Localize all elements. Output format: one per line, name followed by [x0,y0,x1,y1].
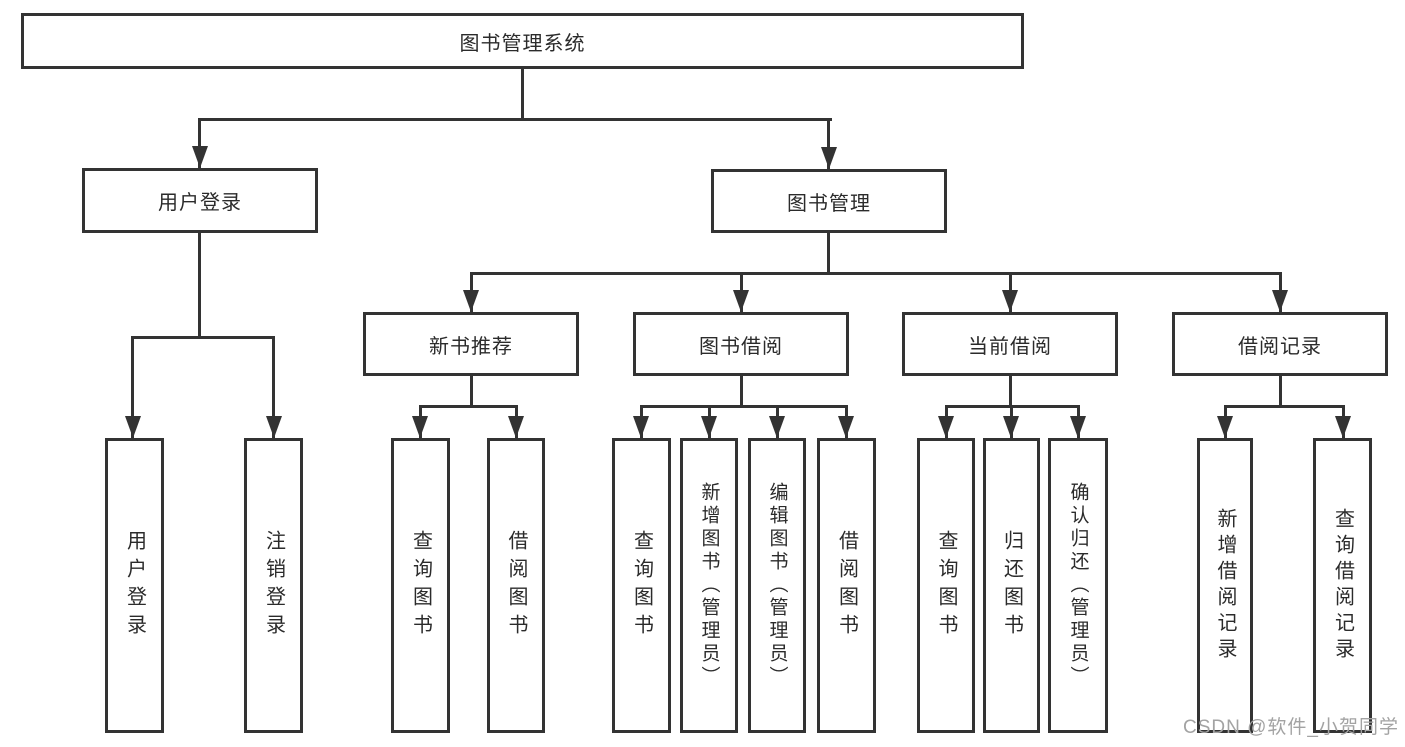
arrowhead-icon [701,416,717,438]
leaf-newbook-query-book: 查询图书 [391,438,450,733]
arrowhead-icon [125,416,141,438]
leaf-current-query-book: 查询图书 [917,438,975,733]
connector-drop-book-management [827,118,830,169]
arrowhead-icon [1003,416,1019,438]
leaf-user-login: 用户登录 [105,438,164,733]
arrowhead-icon [1217,416,1233,438]
connector-borrow-records-rail [1224,405,1345,408]
leaf-borrow-borrow-book: 借阅图书 [817,438,876,733]
leaf-label: 用户登录 [123,529,146,642]
arrowhead-icon [463,290,479,312]
node-current-borrow-label: 当前借阅 [968,335,1052,358]
leaf-logout: 注销登录 [244,438,303,733]
arrowhead-icon [1272,290,1288,312]
leaf-label: 确认归还（管理员） [1067,482,1089,689]
leaf-records-query-record: 查询借阅记录 [1313,438,1372,733]
arrowhead-icon [508,416,524,438]
node-root: 图书管理系统 [21,13,1024,69]
csdn-watermark: CSDN @软件_小贺同学 [1183,717,1399,738]
node-user-login: 用户登录 [82,168,318,233]
connector-new-book-rail [419,405,518,408]
leaf-label: 查询借阅记录 [1331,507,1354,664]
arrowhead-icon [412,416,428,438]
arrowhead-icon [938,416,954,438]
leaf-label: 归还图书 [1000,529,1023,642]
leaf-label: 编辑图书（管理员） [766,482,788,689]
arrowhead-icon [633,416,649,438]
node-book-management-label: 图书管理 [787,192,871,215]
node-new-book-recommend: 新书推荐 [363,312,579,376]
connector-level3-rail [470,272,1282,275]
connector-current-borrow-drop [1009,376,1012,407]
leaf-label: 新增借阅记录 [1214,507,1236,664]
arrowhead-icon [1335,416,1351,438]
node-book-borrow: 图书借阅 [633,312,849,376]
leaf-label: 借阅图书 [505,529,527,642]
leaf-newbook-borrow-book: 借阅图书 [487,438,545,733]
leaf-borrow-add-book-admin: 新增图书（管理员） [680,438,738,733]
arrowhead-icon [192,146,208,168]
connector-borrow-records-drop [1279,376,1282,407]
connector-book-management-drop [827,233,830,274]
leaf-borrow-query-book: 查询图书 [612,438,671,733]
arrowhead-icon [1002,290,1018,312]
connector-drop-leaf-logout [272,336,275,438]
arrowhead-icon [733,290,749,312]
leaf-label: 借阅图书 [835,529,858,642]
node-borrow-records: 借阅记录 [1172,312,1388,376]
connector-root-drop [521,69,524,121]
leaf-current-confirm-return-admin: 确认归还（管理员） [1048,438,1108,733]
leaf-label: 注销登录 [262,529,285,642]
connector-user-login-rail [131,336,275,339]
arrowhead-icon [838,416,854,438]
connector-drop-leaf-login [131,336,134,438]
leaf-label: 查询图书 [935,529,957,642]
leaf-current-return-book: 归还图书 [983,438,1040,733]
leaf-label: 新增图书（管理员） [698,482,720,689]
connector-drop-user-login [198,118,201,168]
node-current-borrow: 当前借阅 [902,312,1118,376]
connector-level2-rail [199,118,832,121]
leaf-label: 查询图书 [409,529,432,642]
leaf-borrow-edit-book-admin: 编辑图书（管理员） [748,438,806,733]
node-book-management: 图书管理 [711,169,947,233]
node-root-label: 图书管理系统 [459,32,586,55]
leaf-records-add-record: 新增借阅记录 [1197,438,1253,733]
arrowhead-icon [266,416,282,438]
node-book-borrow-label: 图书借阅 [699,335,783,358]
connector-new-book-drop [470,376,473,407]
node-user-login-label: 用户登录 [158,192,242,214]
connector-user-login-drop [198,233,201,338]
arrowhead-icon [821,147,837,169]
connector-book-borrow-drop [740,376,743,407]
arrowhead-icon [769,416,785,438]
connector-book-borrow-rail [640,405,848,408]
node-borrow-records-label: 借阅记录 [1238,335,1322,358]
arrowhead-icon [1070,416,1086,438]
node-new-book-recommend-label: 新书推荐 [429,335,513,358]
leaf-label: 查询图书 [630,529,653,642]
